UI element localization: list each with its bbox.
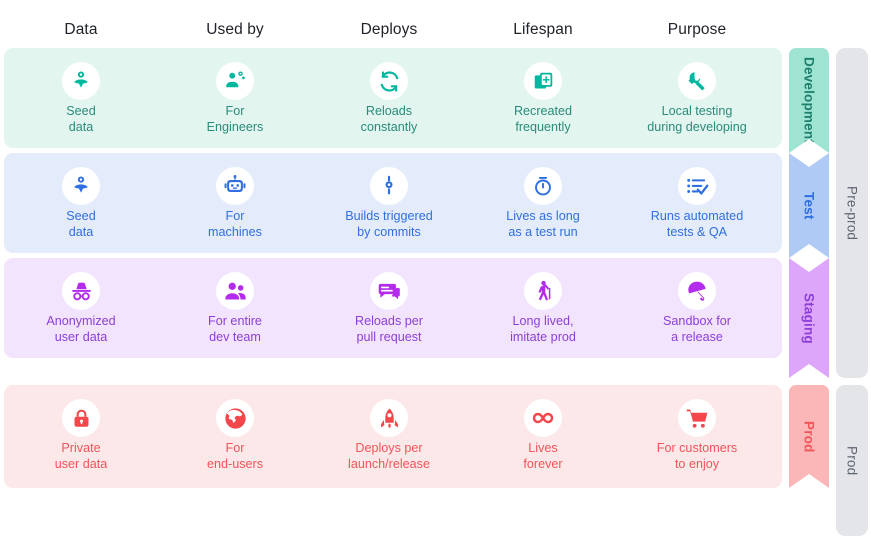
row-staging: Anonymized user data For entire dev team bbox=[4, 258, 782, 358]
group-track: Pre-prod Prod bbox=[836, 48, 871, 536]
env-label: Test bbox=[801, 191, 817, 220]
seedling-icon bbox=[62, 167, 100, 205]
cell-caption: Reloads constantly bbox=[360, 104, 418, 134]
wrench-icon bbox=[678, 62, 716, 100]
cell-caption: Private user data bbox=[54, 441, 108, 471]
group-label: Prod bbox=[844, 445, 860, 476]
cell-caption: Seed data bbox=[66, 209, 96, 239]
environment-track: Development Test Staging Prod bbox=[789, 48, 829, 488]
cell-caption: Reloads per pull request bbox=[355, 314, 423, 344]
column-header-deploys: Deploys bbox=[360, 21, 418, 38]
comment-icon bbox=[370, 272, 408, 310]
duplicate-add-icon bbox=[524, 62, 562, 100]
cell-staging-data: Anonymized user data bbox=[4, 258, 158, 358]
column-header-purpose: Purpose bbox=[667, 21, 727, 38]
cell-caption: Anonymized user data bbox=[46, 314, 116, 344]
env-label: Development bbox=[801, 57, 817, 144]
column-header-row: Data Used by Deploys Lifespan Purpose bbox=[0, 14, 782, 46]
row-test: Seed data For machines bbox=[4, 153, 782, 253]
cell-test-deploys: Builds triggered by commits bbox=[312, 153, 466, 253]
infinity-icon bbox=[524, 399, 562, 437]
incognito-icon bbox=[62, 272, 100, 310]
cell-prod-data: Private user data bbox=[4, 385, 158, 488]
cell-caption: Runs automated tests & QA bbox=[650, 209, 744, 239]
cell-prod-deploys: Deploys per launch/release bbox=[312, 385, 466, 488]
cell-staging-deploys: Reloads per pull request bbox=[312, 258, 466, 358]
cell-development-used-by: For Engineers bbox=[158, 48, 312, 148]
globe-icon bbox=[216, 399, 254, 437]
cell-caption: Sandbox for a release bbox=[663, 314, 731, 344]
cell-prod-used-by: For end-users bbox=[158, 385, 312, 488]
commit-icon bbox=[370, 167, 408, 205]
cell-prod-purpose: For customers to enjoy bbox=[620, 385, 774, 488]
cell-caption: For machines bbox=[208, 209, 262, 239]
cell-caption: Recreated frequently bbox=[513, 104, 573, 134]
lock-icon bbox=[62, 399, 100, 437]
cell-staging-purpose: Sandbox for a release bbox=[620, 258, 774, 358]
env-chevron-staging[interactable]: Staging bbox=[789, 258, 829, 378]
engineer-icon bbox=[216, 62, 254, 100]
cell-staging-used-by: For entire dev team bbox=[158, 258, 312, 358]
group-pre-prod: Pre-prod bbox=[836, 48, 868, 378]
stopwatch-icon bbox=[524, 167, 562, 205]
env-chevron-prod[interactable]: Prod bbox=[789, 385, 829, 488]
cell-caption: Local testing during developing bbox=[647, 104, 747, 134]
cell-development-deploys: Reloads constantly bbox=[312, 48, 466, 148]
group-prod: Prod bbox=[836, 385, 868, 536]
cell-test-used-by: For machines bbox=[158, 153, 312, 253]
cell-test-data: Seed data bbox=[4, 153, 158, 253]
cell-caption: For end-users bbox=[206, 441, 263, 471]
row-development: Seed data For Engineers bbox=[4, 48, 782, 148]
cell-caption: Builds triggered by commits bbox=[345, 209, 433, 239]
refresh-icon bbox=[370, 62, 408, 100]
cell-development-data: Seed data bbox=[4, 48, 158, 148]
environments-comparison-chart: Data Used by Deploys Lifespan Purpose Se… bbox=[0, 14, 871, 536]
column-header-lifespan: Lifespan bbox=[513, 21, 573, 38]
cell-development-purpose: Local testing during developing bbox=[620, 48, 774, 148]
cell-prod-lifespan: Lives forever bbox=[466, 385, 620, 488]
checklist-icon bbox=[678, 167, 716, 205]
cell-caption: For entire dev team bbox=[208, 314, 262, 344]
cell-caption: Lives as long as a test run bbox=[506, 209, 580, 239]
shopping-cart-icon bbox=[678, 399, 716, 437]
elderly-walk-icon bbox=[524, 272, 562, 310]
column-header-data: Data bbox=[64, 21, 98, 38]
cell-caption: Deploys per launch/release bbox=[348, 441, 430, 471]
robot-icon bbox=[216, 167, 254, 205]
env-label: Staging bbox=[801, 292, 817, 344]
cell-caption: For Engineers bbox=[206, 104, 264, 134]
column-header-used-by: Used by bbox=[206, 21, 264, 38]
cell-caption: Seed data bbox=[66, 104, 96, 134]
row-prod: Private user data For end-users Deploy bbox=[4, 385, 782, 488]
env-chevron-test[interactable]: Test bbox=[789, 153, 829, 258]
cell-test-lifespan: Lives as long as a test run bbox=[466, 153, 620, 253]
people-icon bbox=[216, 272, 254, 310]
env-label: Prod bbox=[801, 420, 817, 453]
group-label: Pre-prod bbox=[844, 185, 860, 241]
cell-staging-lifespan: Long lived, imitate prod bbox=[466, 258, 620, 358]
cell-caption: Long lived, imitate prod bbox=[510, 314, 576, 344]
umbrella-icon bbox=[678, 272, 716, 310]
env-chevron-development[interactable]: Development bbox=[789, 48, 829, 153]
cell-development-lifespan: Recreated frequently bbox=[466, 48, 620, 148]
cell-test-purpose: Runs automated tests & QA bbox=[620, 153, 774, 253]
cell-caption: Lives forever bbox=[523, 441, 563, 471]
cell-caption: For customers to enjoy bbox=[656, 441, 738, 471]
seedling-icon bbox=[62, 62, 100, 100]
rocket-icon bbox=[370, 399, 408, 437]
